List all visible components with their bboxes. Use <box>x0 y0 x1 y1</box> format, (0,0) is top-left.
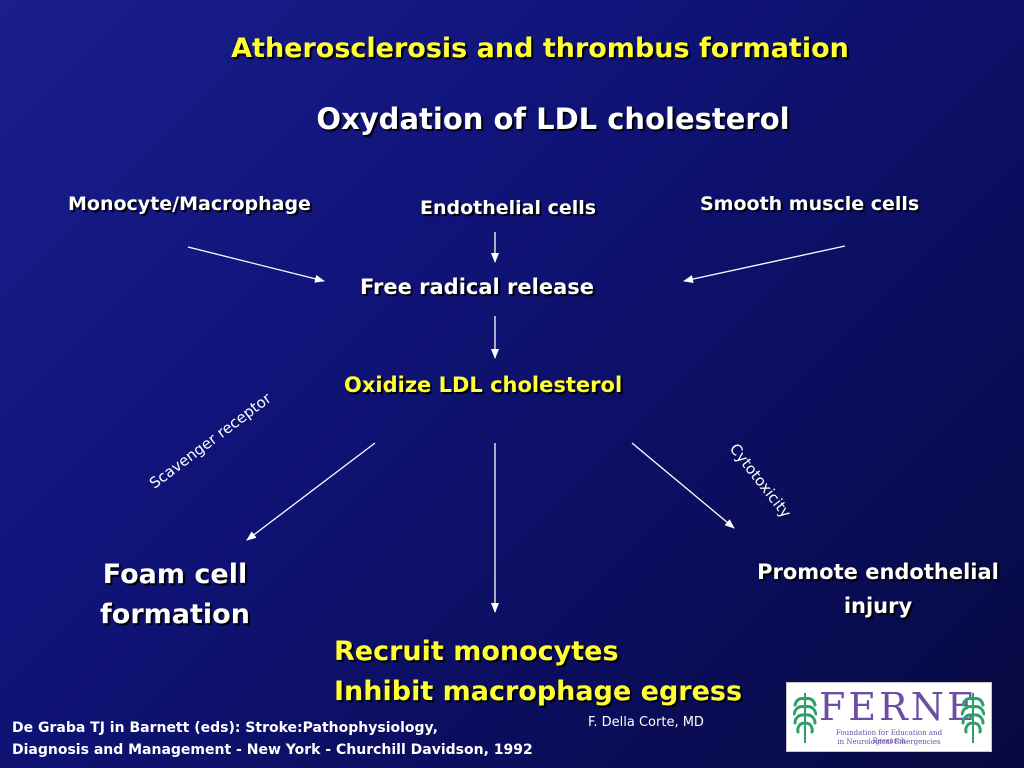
author-credit: F. Della Corte, MD <box>588 715 704 730</box>
recruit-line-1: Recruit monocytes <box>334 636 619 667</box>
slide-subtitle: Oxydation of LDL cholesterol <box>316 102 790 136</box>
node-promote-endothelial-injury: Promote endothelial injury <box>736 555 1020 623</box>
foam-line-2: formation <box>100 599 250 630</box>
ferne-logo: FERNE Foundation for Education and Resea… <box>786 682 992 752</box>
logo-word: FERNE <box>819 685 978 729</box>
node-monocyte-macrophage: Monocyte/Macrophage <box>68 193 311 215</box>
arrow-oxidize-to-foam <box>246 442 376 541</box>
arrow-oxidize-to-promote <box>631 442 735 529</box>
citation-line-1: De Graba TJ in Barnett (eds): Stroke:Pat… <box>12 720 438 736</box>
fern-leaf-icon <box>961 693 985 743</box>
arrow-smooth-to-free-radical <box>683 245 846 283</box>
node-free-radical-release: Free radical release <box>360 275 594 299</box>
node-endothelial-cells: Endothelial cells <box>420 197 597 219</box>
recruit-line-2: Inhibit macrophage egress <box>334 676 743 707</box>
promote-line-2: injury <box>843 594 913 618</box>
logo-tagline-2: in Neurological Emergencies <box>837 738 941 746</box>
node-oxidize-ldl: Oxidize LDL cholesterol <box>344 373 623 397</box>
citation: De Graba TJ in Barnett (eds): Stroke:Pat… <box>12 717 533 761</box>
promote-line-1: Promote endothelial <box>757 560 999 584</box>
foam-line-1: Foam cell <box>102 559 248 590</box>
citation-line-2: Diagnosis and Management - New York - Ch… <box>12 742 533 758</box>
logo-tagline-1: Foundation for Education and Research <box>835 729 943 745</box>
node-recruit-monocytes: Recruit monocytes Inhibit macrophage egr… <box>334 632 742 712</box>
node-foam-cell-formation: Foam cell formation <box>60 555 290 635</box>
arrow-monocyte-to-free-radical <box>187 246 325 283</box>
node-smooth-muscle-cells: Smooth muscle cells <box>700 193 920 215</box>
fern-leaf-icon <box>793 693 817 743</box>
slide-title: Atherosclerosis and thrombus formation <box>231 33 849 64</box>
